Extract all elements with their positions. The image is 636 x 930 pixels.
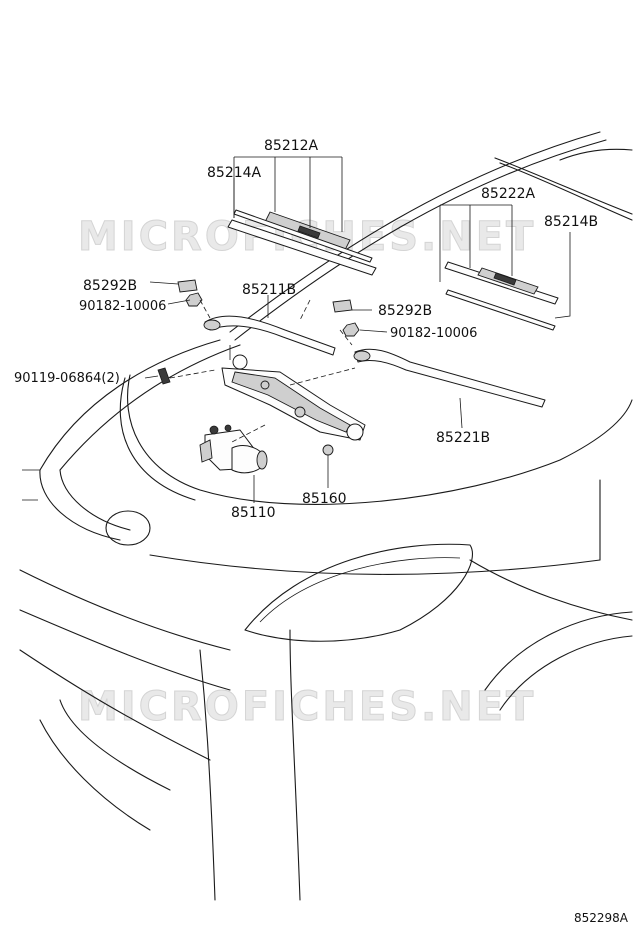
nut-right	[342, 322, 360, 337]
label-85214A: 85214A	[207, 165, 262, 181]
label-85221B: 85221B	[436, 430, 490, 446]
label-90182-right: 90182-10006	[390, 326, 477, 341]
car-body-outline	[19, 339, 633, 901]
wiper-link-assembly	[221, 345, 366, 456]
windshield-outline	[229, 131, 633, 341]
diagram-code: 852298A	[574, 911, 629, 925]
label-85292B-right: 85292B	[378, 303, 432, 319]
label-85212A: 85212A	[264, 138, 319, 154]
leader-lines	[144, 156, 571, 503]
right-wiper-blade	[444, 261, 559, 331]
left-wiper-blade	[227, 209, 377, 276]
label-90182-left: 90182-10006	[79, 299, 166, 314]
emblem	[105, 510, 151, 546]
wiper-motor	[199, 424, 268, 474]
bolt-90119	[157, 367, 171, 385]
label-85110: 85110	[231, 505, 276, 521]
cap-right	[332, 299, 353, 313]
cap-left	[177, 279, 198, 293]
right-wiper-arm	[353, 348, 546, 408]
headlamp	[244, 543, 474, 642]
label-85292B-left: 85292B	[83, 278, 137, 294]
label-85211B: 85211B	[242, 282, 296, 298]
watermark-bottom: MICROFICHES.NET	[78, 684, 536, 730]
nut-left	[185, 292, 203, 307]
label-85214B: 85214B	[544, 214, 598, 230]
label-85222A: 85222A	[481, 186, 536, 202]
label-90119: 90119-06864(2)	[14, 371, 120, 386]
left-wiper-arm	[203, 315, 336, 356]
label-85160: 85160	[302, 491, 347, 507]
